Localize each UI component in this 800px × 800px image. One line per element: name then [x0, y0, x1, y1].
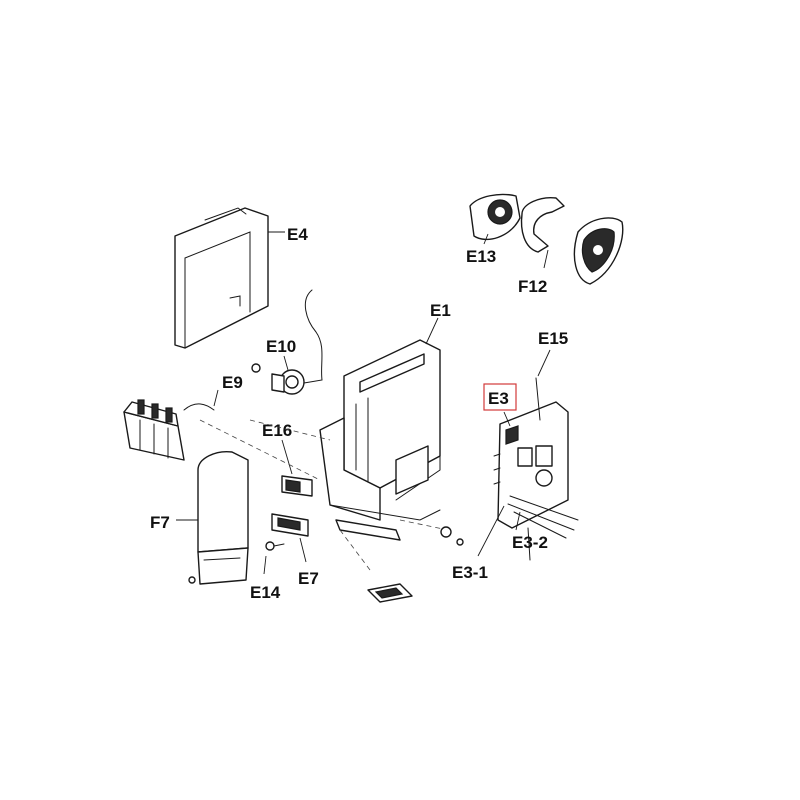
part-e4-cover-plate — [174, 207, 285, 349]
label-e4: E4 — [287, 225, 308, 244]
assembly-guide-lines — [199, 419, 449, 571]
part-e16-component — [281, 439, 313, 497]
label-e3: E3 — [488, 389, 509, 408]
part-e7-clamp — [271, 513, 309, 563]
part-e9-terminal-block — [123, 389, 219, 461]
part-e13-gear — [469, 193, 521, 245]
part-f7-cover — [176, 451, 249, 585]
label-e13: E13 — [466, 247, 496, 266]
part-f12-bracket — [520, 197, 624, 285]
label-e1: E1 — [430, 301, 451, 320]
label-e3-1: E3-1 — [452, 563, 488, 582]
highlight-box-e3 — [483, 383, 517, 411]
label-e15: E15 — [538, 329, 568, 348]
label-e16: E16 — [262, 421, 292, 440]
part-small-screw — [440, 526, 464, 546]
label-f12: F12 — [518, 277, 547, 296]
label-f7: F7 — [150, 513, 170, 532]
label-e10: E10 — [266, 337, 296, 356]
part-e1-control-box — [319, 317, 441, 541]
part-e14-screw — [263, 541, 285, 575]
part-lower-tray — [367, 583, 413, 603]
label-e14: E14 — [250, 583, 281, 602]
label-e3-2: E3-2 — [512, 533, 548, 552]
part-e10-motor — [251, 289, 323, 395]
part-e3-pcb — [477, 349, 579, 561]
label-e7: E7 — [298, 569, 319, 588]
label-e9: E9 — [222, 373, 243, 392]
